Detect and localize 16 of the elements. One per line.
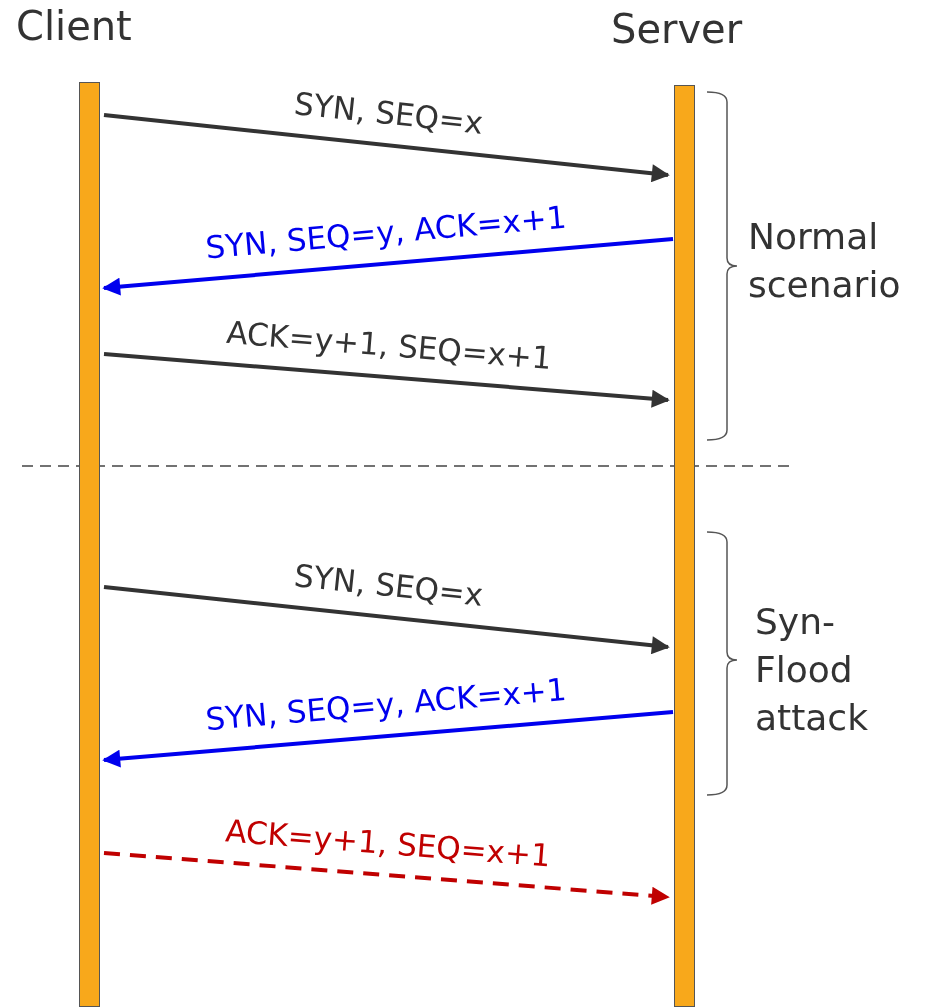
- edge-label: SYN, SEQ=x: [293, 557, 486, 614]
- edge-label: SYN, SEQ=x: [293, 85, 486, 142]
- lifeline-heading: Client: [16, 3, 132, 49]
- edge-label: ACK=y+1, SEQ=x+1: [224, 313, 553, 377]
- message-arrow: [103, 585, 670, 655]
- phase-label: Normal scenario: [748, 215, 902, 307]
- message-arrow: [103, 352, 670, 408]
- edge-label: ACK=y+1, SEQ=x+1: [224, 812, 553, 874]
- phase-label: Syn-Flood attack: [755, 600, 869, 740]
- lifeline-heading: Server: [611, 6, 743, 52]
- message-arrow: [103, 851, 670, 905]
- message-arrow: [103, 113, 670, 183]
- edge-label: SYN, SEQ=y, ACK=x+1: [203, 670, 568, 738]
- edge-label: SYN, SEQ=y, ACK=x+1: [203, 198, 568, 266]
- message-arrow: [102, 237, 674, 296]
- message-arrow: [102, 710, 674, 768]
